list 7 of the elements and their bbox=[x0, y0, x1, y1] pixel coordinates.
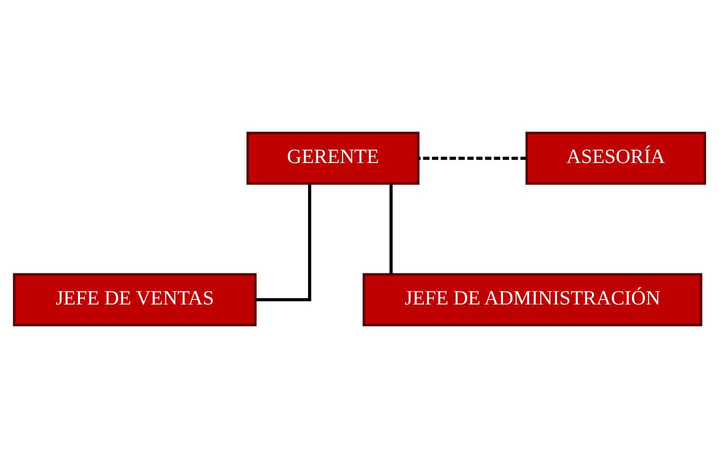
connector bbox=[389, 184, 393, 274]
connector bbox=[418, 156, 527, 160]
node-box: JEFE DE VENTAS bbox=[12, 273, 257, 326]
node-box: ASESORÍA bbox=[526, 132, 706, 185]
node-box: JEFE DE ADMINISTRACIÓN bbox=[362, 273, 702, 326]
connector bbox=[256, 184, 312, 302]
node-box: GERENTE bbox=[246, 132, 420, 185]
